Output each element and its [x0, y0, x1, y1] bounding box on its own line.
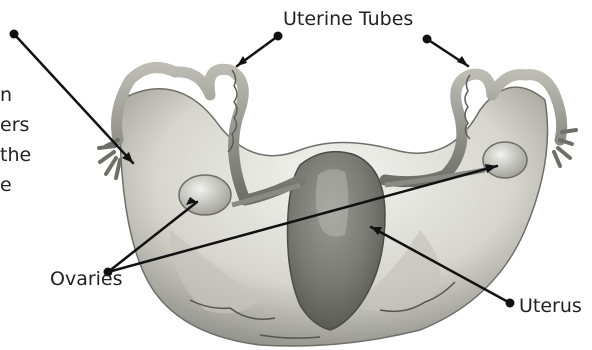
pointer-dot — [10, 30, 19, 39]
arrowhead — [457, 56, 468, 66]
label-uterus: Uterus — [519, 295, 582, 317]
cropped-text-line: e — [0, 174, 12, 196]
label-uterine-tubes: Uterine Tubes — [283, 8, 413, 30]
arrowhead — [237, 56, 247, 66]
cropped-text-line: n — [0, 84, 12, 106]
pointer-dot — [506, 299, 515, 308]
cropped-text-line: the — [0, 144, 31, 166]
label-ovaries: Ovaries — [50, 268, 123, 290]
pointer-dot — [274, 32, 283, 41]
cropped-text-line: ers — [0, 114, 29, 136]
pointer-dot — [423, 35, 432, 44]
right-ovary — [483, 142, 527, 178]
